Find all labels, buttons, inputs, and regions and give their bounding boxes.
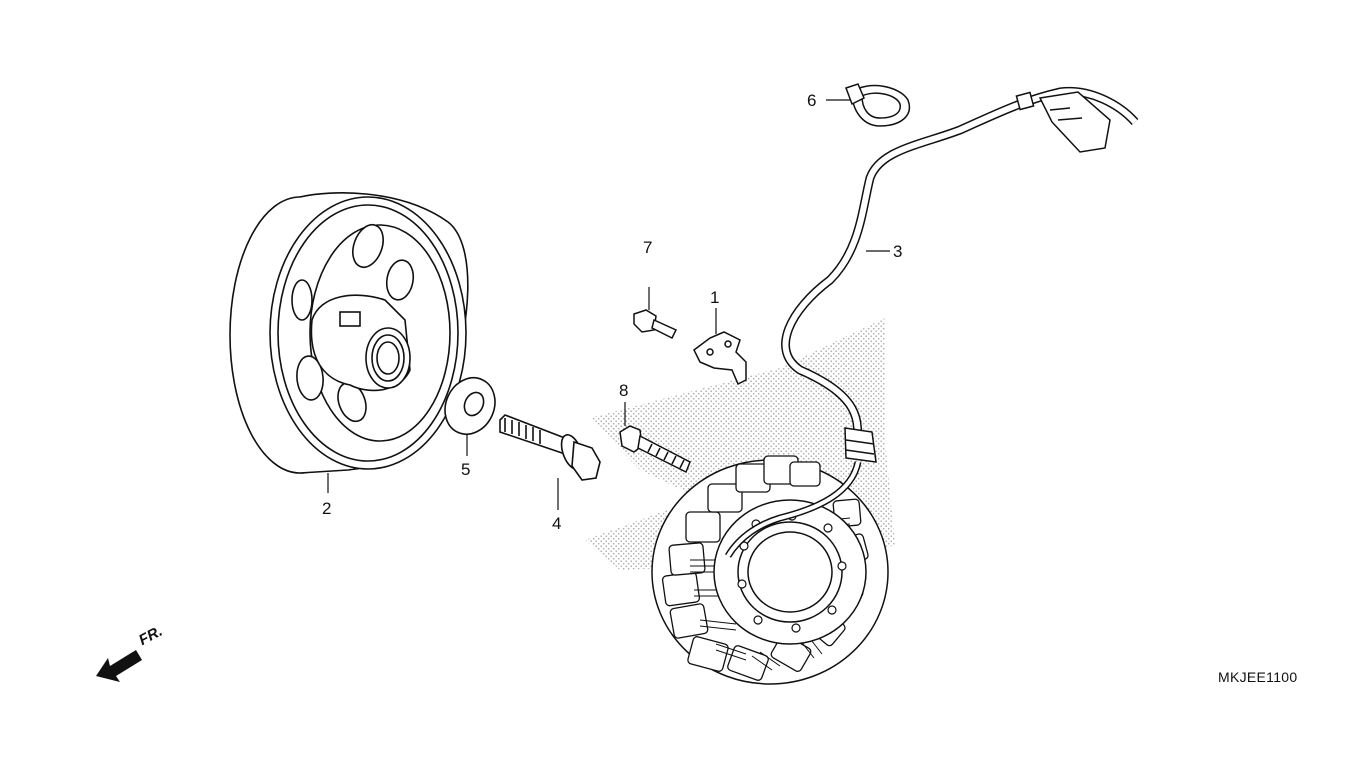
small-bolt	[633, 309, 678, 340]
front-arrow-icon	[96, 650, 142, 682]
bracket	[693, 331, 747, 386]
stator-bolt	[619, 425, 691, 474]
flywheel	[229, 192, 469, 474]
callout-1: 1	[710, 288, 720, 307]
flange-bolt	[499, 414, 601, 481]
diagram-code: MKJEE1100	[1218, 669, 1298, 685]
callout-2: 2	[322, 499, 332, 518]
callout-6: 6	[807, 91, 817, 110]
callout-7: 7	[643, 238, 653, 257]
stator-harness	[651, 86, 1139, 685]
callout-5: 5	[461, 460, 471, 479]
wire-clamp	[845, 83, 911, 127]
callout-8: 8	[619, 381, 629, 400]
callout-3: 3	[893, 242, 903, 261]
washer	[444, 377, 496, 435]
callout-4: 4	[552, 514, 562, 533]
